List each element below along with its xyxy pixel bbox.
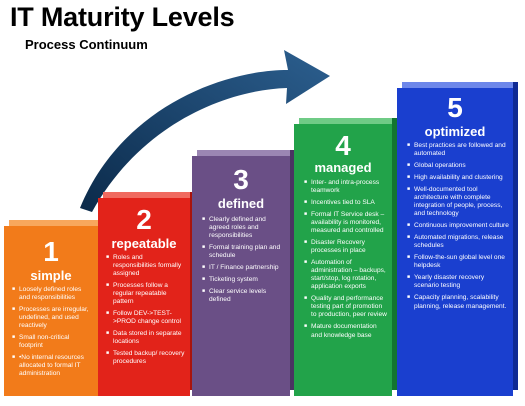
step-5-name: optimized [424,124,486,139]
step-1-name: simple [30,268,72,283]
list-item: Disaster Recovery processes in place [304,239,388,255]
step-5-list: Best practices are followed and automate… [407,142,509,315]
list-item: Yearly disaster recovery scenario testin… [407,274,509,290]
list-item: Global operations [407,162,509,170]
list-item: Automated migrations, release schedules [407,234,509,250]
step-5-number: 5 [447,92,463,123]
step-4-name: managed [314,160,372,175]
list-item: Formal IT Service desk – availability is… [304,211,388,235]
list-item: Continuous improvement culture [407,222,509,230]
list-item: Well-documented tool architecture with c… [407,186,509,218]
page-subtitle: Process Continuum [25,37,148,52]
list-item: Processes follow a regular repeatable pa… [106,282,186,306]
list-item: IT / Finance partnership [202,264,286,272]
list-item: Ticketing system [202,276,286,284]
list-item: Clearly defined and agreed roles and res… [202,216,286,240]
list-item: Mature documentation and knowledge base [304,323,388,339]
list-item: Loosely defined roles and responsibiliti… [12,286,94,302]
list-item: Small non-critical footprint [12,334,94,350]
list-item: Roles and responsibilities formally assi… [106,254,186,278]
step-2-list: Roles and responsibilities formally assi… [106,254,186,370]
list-item: Processes are irregular, undefined, and … [12,306,94,330]
step-3-name: defined [217,196,265,211]
maturity-step-5: 5 optimized Best practices are followed … [397,82,518,396]
list-item: Clear service levels defined [202,288,286,304]
maturity-step-3: 3 defined Clearly defined and agreed rol… [192,150,295,396]
list-item: Data stored in separate locations [106,330,186,346]
step-4-number: 4 [335,130,351,161]
list-item: •No internal resources allocated to form… [12,354,94,378]
step-1-number: 1 [43,236,59,267]
step-1-list: Loosely defined roles and responsibiliti… [12,286,94,382]
list-item: Inter- and intra-process teamwork [304,179,388,195]
list-item: Quality and performance testing part of … [304,295,388,319]
step-4-list: Inter- and intra-process teamwork Incent… [304,179,388,344]
list-item: Capacity planning, scalability planning,… [407,294,509,310]
maturity-step-4: 4 managed Inter- and intra-process teamw… [294,118,397,396]
step-3-list: Clearly defined and agreed roles and res… [202,216,286,308]
list-item: Follow DEV->TEST->PROD change control [106,310,186,326]
page-title: IT Maturity Levels [10,2,235,32]
step-2-name: repeatable [111,236,177,251]
step-2-number: 2 [136,204,152,235]
list-item: Best practices are followed and automate… [407,142,509,158]
maturity-step-1: 1 simple Loosely defined roles and respo… [4,220,103,396]
maturity-step-2: 2 repeatable Roles and responsibilities … [98,192,195,396]
list-item: Automation of administration – backups, … [304,259,388,291]
list-item: Follow-the-sun global level one helpdesk [407,254,509,270]
list-item: Formal training plan and schedule [202,244,286,260]
list-item: High availability and clustering [407,174,509,182]
list-item: Incentives tied to SLA [304,199,388,207]
list-item: Tested backup/ recovery procedures [106,350,186,366]
step-3-number: 3 [233,164,249,195]
